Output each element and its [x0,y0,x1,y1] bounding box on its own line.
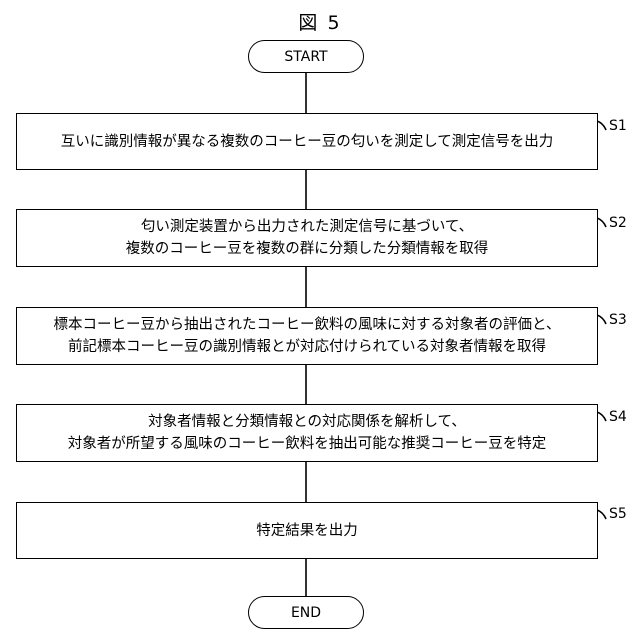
step-s4-line-2: 対象者が所望する風味のコーヒー飲料を抽出可能な推奨コーヒー豆を特定 [68,433,547,455]
step-label-s4: S4 [609,409,627,425]
step-label-s1: S1 [609,118,627,134]
step-box-s2: 匂い測定装置から出力された測定信号に基づいて、 複数のコーヒー豆を複数の群に分類… [16,209,598,267]
step-s2-line-1: 匂い測定装置から出力された測定信号に基づいて、 [141,216,473,238]
step-box-s3: 標本コーヒー豆から抽出されたコーヒー飲料の風味に対する対象者の評価と、 前記標本… [16,307,598,365]
figure-title: 図 5 [0,8,640,35]
leader-s2 [597,218,606,227]
step-s4-line-1: 対象者情報と分類情報との対応関係を解析して、 [148,411,466,433]
leader-s3 [597,315,606,324]
leader-s5 [597,510,606,519]
step-s3-line-2: 前記標本コーヒー豆の識別情報とが対応付けられている対象者情報を取得 [68,336,546,358]
end-terminal: END [248,596,364,629]
step-box-s1: 互いに識別情報が異なる複数のコーヒー豆の匂いを測定して測定信号を出力 [16,113,598,170]
step-box-s4: 対象者情報と分類情報との対応関係を解析して、 対象者が所望する風味のコーヒー飲料… [16,404,598,462]
step-label-s3: S3 [609,312,627,328]
step-s5-line-1: 特定結果を出力 [256,520,358,542]
start-terminal: START [248,40,364,73]
start-label: START [284,49,327,65]
step-s2-line-2: 複数のコーヒー豆を複数の群に分類した分類情報を取得 [126,238,489,260]
step-label-s5: S5 [609,506,627,522]
step-label-s2: S2 [609,215,627,231]
step-s1-line-1: 互いに識別情報が異なる複数のコーヒー豆の匂いを測定して測定信号を出力 [61,131,554,153]
end-label: END [291,605,321,621]
leader-s1 [597,121,606,130]
leader-s4 [597,412,606,421]
step-s3-line-1: 標本コーヒー豆から抽出されたコーヒー飲料の風味に対する対象者の評価と、 [54,314,561,336]
step-box-s5: 特定結果を出力 [16,502,598,559]
